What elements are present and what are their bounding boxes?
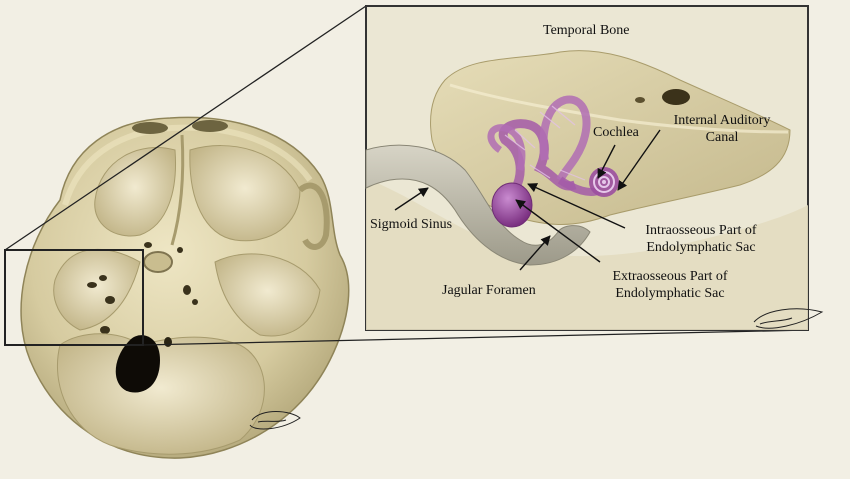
label-internal-auditory-canal: Internal Auditory Canal <box>664 112 780 146</box>
middle-fossa-right <box>214 253 321 337</box>
label-extraosseous-line1: Extraosseous Part of <box>612 269 728 284</box>
foramen-1 <box>87 282 97 288</box>
label-jugular-foramen: Jagular Foramen <box>442 283 536 298</box>
midline-ridge <box>170 134 185 246</box>
foramen-7 <box>144 242 152 248</box>
posterior-fossa <box>56 333 265 455</box>
artist-signature-left <box>249 411 301 430</box>
foramen-5 <box>192 299 198 305</box>
label-internal-auditory-canal-line2: Canal <box>705 130 739 145</box>
label-intraosseous-line2: Endolymphatic Sac <box>646 240 756 255</box>
arrow-extraosseous <box>515 199 601 263</box>
arrow-jugular-foramen <box>519 235 551 271</box>
foramen-magnum <box>115 335 160 393</box>
anterior-fossa-left <box>94 146 176 237</box>
zygomatic-wing <box>298 182 330 250</box>
artist-signature-right <box>753 308 824 329</box>
arrow-intraosseous <box>527 183 626 229</box>
semicircular-canal-posterior <box>487 124 526 171</box>
inset-panel <box>365 5 824 331</box>
foramen-4 <box>183 285 191 295</box>
arrow-cochlea <box>597 144 616 179</box>
cochlea-spiral <box>589 167 619 197</box>
temporal-bone-ridge <box>449 83 789 134</box>
sella-turcica <box>143 251 173 273</box>
label-sigmoid-sinus: Sigmoid Sinus <box>370 217 453 232</box>
endolymphatic-duct <box>498 119 577 193</box>
foramen-6 <box>100 326 110 334</box>
foramen-3 <box>105 296 115 304</box>
foramen-jugular-small <box>164 337 172 347</box>
label-internal-auditory-canal-line1: Internal Auditory <box>673 113 771 128</box>
zoom-region-box <box>4 249 144 346</box>
anterior-fossa-right <box>189 145 301 242</box>
foramen-8 <box>177 247 183 253</box>
internal-auditory-canal-opening <box>662 89 690 105</box>
sigmoid-sinus <box>365 144 591 266</box>
orbital-opening-right <box>192 120 228 132</box>
arrow-sigmoid-sinus <box>394 187 429 211</box>
label-temporal-bone: Temporal Bone <box>543 23 630 38</box>
canal-opening-small <box>635 97 645 103</box>
label-cochlea: Cochlea <box>593 125 639 140</box>
posterior-fossa-floor <box>366 180 808 330</box>
label-intraosseous: Intraosseous Part of Endolymphatic Sac <box>626 222 776 256</box>
semicircular-canal-superior <box>539 95 591 182</box>
label-extraosseous-line2: Endolymphatic Sac <box>615 286 725 301</box>
label-intraosseous-line1: Intraosseous Part of <box>645 223 757 238</box>
foramen-2 <box>99 275 107 281</box>
orbital-opening-left <box>132 122 168 134</box>
duct-crosshatch <box>504 105 586 181</box>
endolymphatic-sac <box>491 182 533 228</box>
arrow-internal-auditory-canal <box>617 129 661 191</box>
label-extraosseous: Extraosseous Part of Endolymphatic Sac <box>596 268 744 302</box>
skull-rim <box>62 124 313 206</box>
skull-base <box>20 116 350 459</box>
zoom-line-bottom <box>142 329 809 346</box>
zoom-line-top <box>4 5 367 251</box>
